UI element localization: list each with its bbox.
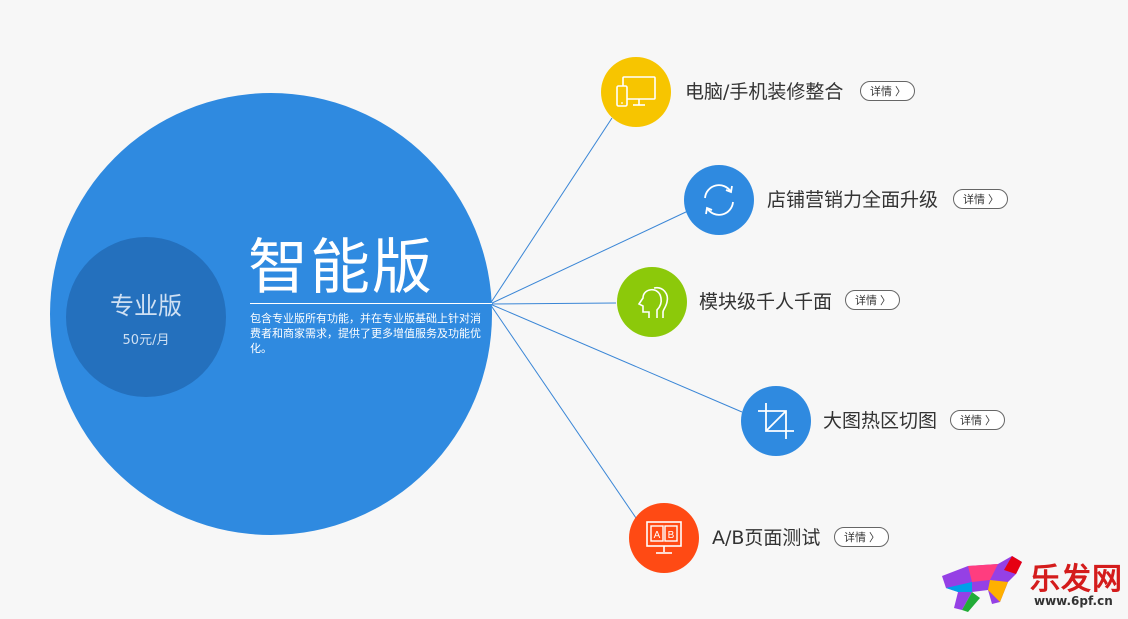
- feature-label-personalized-modules: 模块级千人千面: [699, 291, 833, 313]
- faces-icon: [617, 267, 687, 337]
- feature-label-ab-test: A/B页面测试: [712, 527, 821, 549]
- feature-label-image-hotspot: 大图热区切图: [823, 410, 938, 432]
- smart-edition-description: 包含专业版所有功能，并在专业版基础上针对消费者和商家需求，提供了更多增值服务及功…: [250, 312, 481, 355]
- personalized-modules-detail-button[interactable]: 详情〉: [845, 290, 900, 310]
- chevron-right-icon: 〉: [985, 414, 996, 427]
- feature-label-device-integration: 电脑/手机装修整合: [685, 81, 844, 103]
- device-integration-detail-button[interactable]: 详情〉: [860, 81, 915, 101]
- chevron-right-icon: 〉: [988, 193, 999, 206]
- watermark-url: www.6pf.cn: [1034, 594, 1113, 608]
- pro-edition-price: 50元/月: [122, 333, 170, 348]
- chevron-right-icon: 〉: [895, 85, 906, 98]
- chevron-right-icon: 〉: [869, 531, 880, 544]
- pro-edition-circle[interactable]: 专业版 50元/月: [66, 237, 226, 397]
- pro-edition-title: 专业版: [110, 292, 182, 320]
- ab-test-icon: A B: [629, 503, 699, 573]
- refresh-icon: [684, 165, 754, 235]
- watermark-brand: 乐发网: [1030, 562, 1123, 597]
- bull-logo-icon: [942, 556, 1022, 612]
- chevron-right-icon: 〉: [880, 294, 891, 307]
- svg-text:A: A: [654, 530, 661, 541]
- devices-icon: [601, 57, 671, 127]
- svg-text:B: B: [668, 530, 675, 541]
- feature-label-marketing-upgrade: 店铺营销力全面升级: [767, 189, 939, 211]
- ab-test-detail-button[interactable]: 详情〉: [834, 527, 889, 547]
- title-divider: [250, 303, 492, 304]
- marketing-upgrade-detail-button[interactable]: 详情〉: [953, 189, 1008, 209]
- smart-edition-title: 智能版: [248, 233, 434, 303]
- image-hotspot-detail-button[interactable]: 详情〉: [950, 410, 1005, 430]
- crop-icon: [741, 386, 811, 456]
